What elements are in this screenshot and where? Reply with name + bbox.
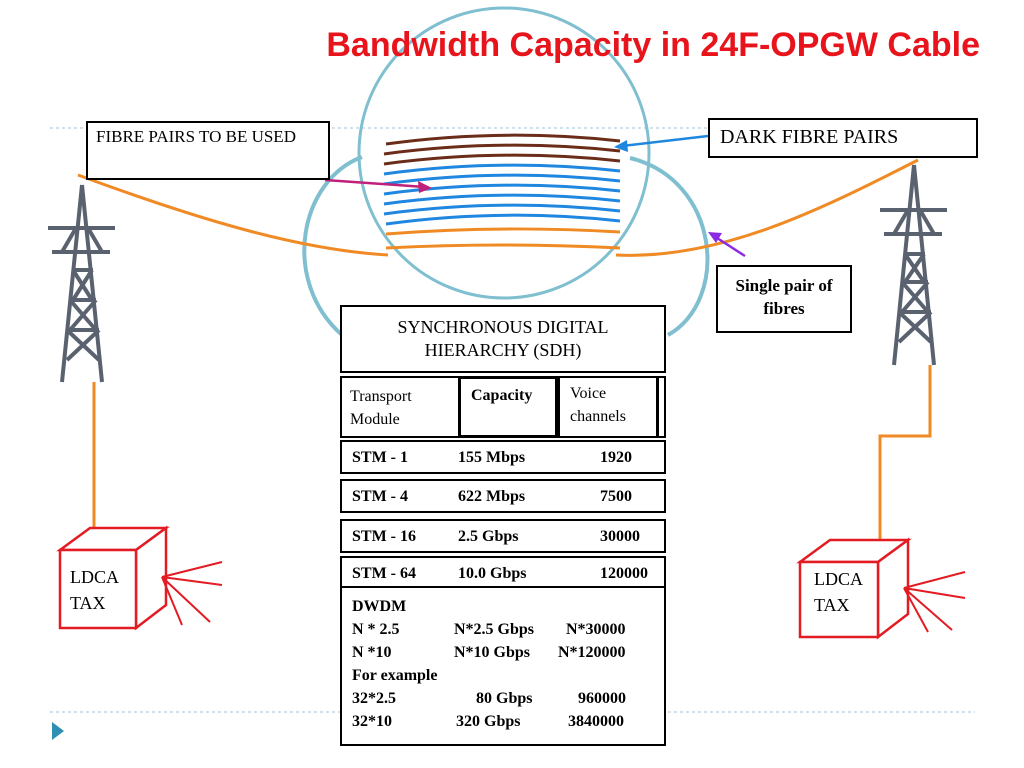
- arrow-dark-fibre: [621, 134, 709, 148]
- module-cell: STM - 4: [352, 488, 408, 505]
- column-header-spacer: [656, 376, 666, 438]
- dwdm-capacity: N*2.5 Gbps: [454, 621, 535, 638]
- dark-fibre: [383, 153, 621, 166]
- cable-cross-section: [357, 6, 651, 300]
- used-fibre: [383, 203, 621, 216]
- dwdm-capacity: N*10 Gbps: [454, 644, 531, 661]
- table-row: STM - 16 2.5 Gbps 30000: [340, 519, 666, 553]
- table-row: STM - 64 10.0 Gbps 120000: [340, 556, 666, 590]
- used-fibre: [383, 183, 621, 196]
- example-factor: 32*10: [352, 713, 392, 730]
- dark-fibre: [383, 143, 621, 156]
- column-header-transport: Transport Module: [340, 376, 460, 438]
- exchange-right-label: LDCA TAX: [814, 566, 863, 618]
- capacity-cell: 155 Mbps: [458, 449, 526, 466]
- exchange-left-line1: LDCA: [70, 567, 119, 587]
- used-fibre: [383, 173, 621, 186]
- column-header-voice: Voice channels: [558, 376, 658, 438]
- arrow-fibre-pairs: [324, 178, 426, 189]
- arrowhead-icon: [418, 181, 432, 193]
- dwdm-voice: N*30000: [566, 621, 626, 638]
- dwdm-line: N * 2.5 N*2.5 Gbps N*30000: [352, 621, 662, 644]
- module-cell: STM - 64: [352, 565, 416, 582]
- signal-lines-right: [903, 571, 966, 633]
- column-header-capacity: Capacity: [458, 376, 558, 438]
- fibre-bundle: [383, 133, 621, 250]
- exchange-box-left-icon: [56, 525, 170, 631]
- drop-cable-right: [878, 365, 932, 540]
- span-right: [615, 158, 919, 257]
- slide-marker-icon: [52, 722, 64, 740]
- sdh-heading: SYNCHRONOUS DIGITAL HIERARCHY (SDH): [340, 305, 666, 373]
- example-factor: 32*2.5: [352, 690, 396, 707]
- cable-loop-right: [629, 156, 710, 337]
- exchange-box-right-icon: [796, 537, 912, 640]
- dwdm-factor: N * 2.5: [352, 621, 400, 638]
- module-cell: STM - 1: [352, 449, 408, 466]
- page-title: Bandwidth Capacity in 24F-OPGW Cable: [326, 26, 980, 64]
- module-cell: STM - 16: [352, 528, 416, 545]
- arrowhead-icon: [708, 232, 722, 243]
- single-fibre: [385, 243, 621, 250]
- exchange-right-line1: LDCA: [814, 569, 863, 589]
- example-label: For example: [352, 667, 438, 684]
- capacity-cell: 2.5 Gbps: [458, 528, 519, 545]
- arrow-single-pair: [713, 234, 746, 258]
- dwdm-heading: DWDM: [352, 598, 407, 615]
- dark-fibre: [385, 133, 621, 146]
- transmission-tower-left-icon: [48, 184, 115, 383]
- table-row: STM - 1 155 Mbps 1920: [340, 440, 666, 474]
- transmission-tower-right-icon: [880, 164, 947, 366]
- dwdm-example: 32*2.5 80 Gbps 960000: [352, 690, 662, 713]
- dwdm-voice: N*120000: [558, 644, 626, 661]
- used-fibre: [383, 163, 621, 176]
- span-left: [77, 173, 389, 257]
- used-fibre: [385, 213, 621, 226]
- example-voice: 3840000: [568, 713, 624, 730]
- exchange-left-label: LDCA TAX: [70, 564, 119, 616]
- capacity-cell: 10.0 Gbps: [458, 565, 527, 582]
- example-voice: 960000: [578, 690, 626, 707]
- dwdm-line: N *10 N*10 Gbps N*120000: [352, 644, 662, 667]
- cable-loop-left: [302, 155, 363, 337]
- dark-fibre-pairs-label: DARK FIBRE PAIRS: [708, 118, 978, 158]
- voice-cell: 1920: [600, 449, 632, 466]
- dwdm-example: 32*10 320 Gbps 3840000: [352, 713, 662, 736]
- used-fibre: [383, 193, 621, 206]
- exchange-right-line2: TAX: [814, 595, 850, 615]
- signal-lines-left: [161, 561, 223, 626]
- arrowhead-icon: [614, 140, 628, 152]
- single-fibre: [385, 227, 621, 236]
- capacity-cell: 622 Mbps: [458, 488, 526, 505]
- single-pair-label: Single pair of fibres: [716, 265, 852, 333]
- dwdm-factor: N *10: [352, 644, 392, 661]
- fibre-pairs-used-label: FIBRE PAIRS TO BE USED: [86, 121, 330, 180]
- table-row: STM - 4 622 Mbps 7500: [340, 479, 666, 513]
- exchange-left-line2: TAX: [70, 593, 106, 613]
- voice-cell: 120000: [600, 565, 648, 582]
- voice-cell: 7500: [600, 488, 632, 505]
- example-capacity: 320 Gbps: [456, 713, 521, 730]
- example-capacity: 80 Gbps: [476, 690, 533, 707]
- dwdm-block: DWDM N * 2.5 N*2.5 Gbps N*30000 N *10 N*…: [340, 586, 666, 746]
- voice-cell: 30000: [600, 528, 640, 545]
